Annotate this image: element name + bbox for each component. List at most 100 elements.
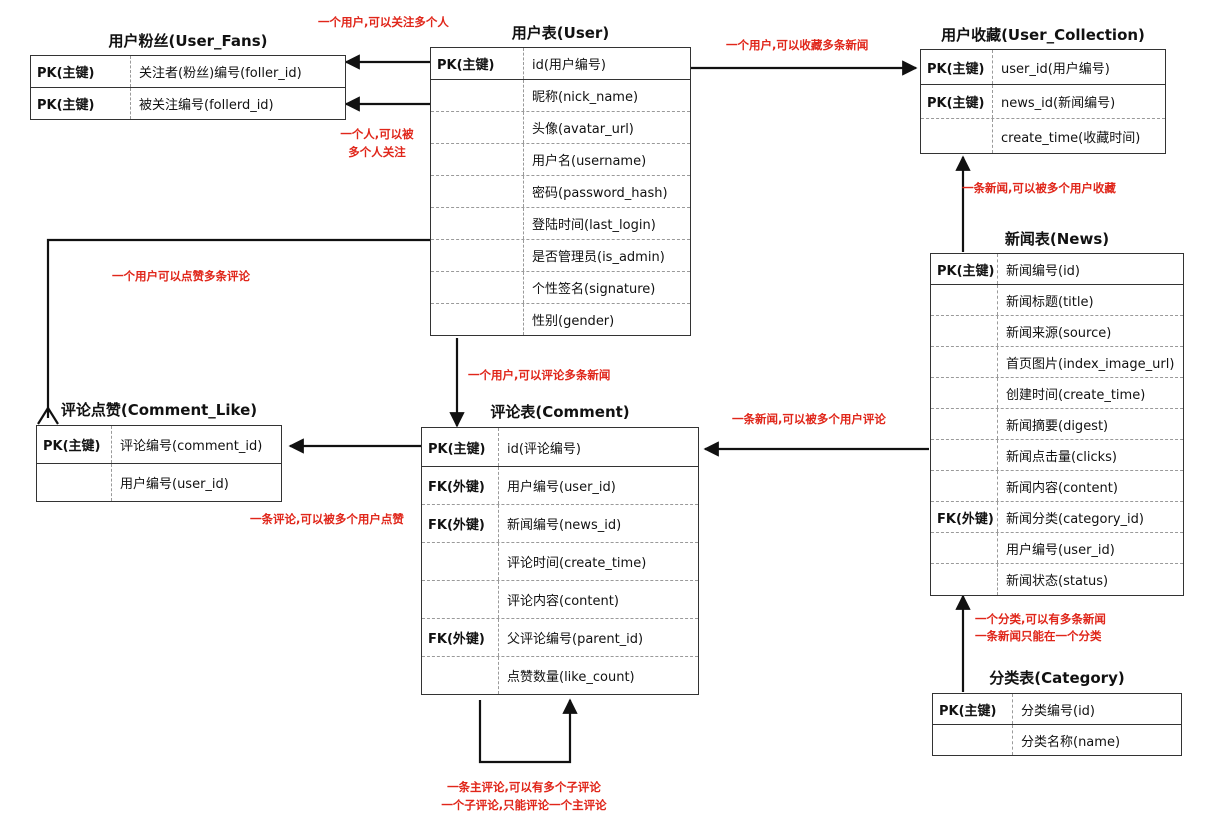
user-key-5 <box>431 208 524 239</box>
user-row-2: 头像(avatar_url) <box>431 112 690 144</box>
note-news-collected: 一条新闻,可以被多个用户收藏 <box>962 181 1116 195</box>
collection-field-0: user_id(用户编号) <box>1001 61 1110 77</box>
news-row-7: 新闻内容(content) <box>931 471 1183 502</box>
user-field-3: 用户名(username) <box>532 154 647 169</box>
link-crowfoot-right <box>47 407 59 425</box>
category-table-title: 分类表(Category) <box>989 669 1125 687</box>
link-comment-self <box>478 698 578 764</box>
user-key-3 <box>431 144 524 175</box>
news-key-8: FK(外键) <box>931 502 998 532</box>
news-key-10 <box>931 564 998 595</box>
news-field-10: 新闻状态(status) <box>1006 574 1109 589</box>
user-field-5: 登陆时间(last_login) <box>532 218 656 233</box>
comment-field-0: id(评论编号) <box>507 441 582 457</box>
user-field-2: 头像(avatar_url) <box>532 122 634 137</box>
fans-row-1: PK(主键) 被关注编号(follerd_id) <box>31 88 345 119</box>
comment-key-3 <box>422 543 499 580</box>
note-user-collect: 一个用户,可以收藏多条新闻 <box>726 38 869 52</box>
comment-key-5: FK(外键) <box>422 619 499 656</box>
note-user-followed-2: 多个人关注 <box>348 145 406 159</box>
news-field-8: 新闻分类(category_id) <box>1006 511 1144 527</box>
fans-key-1: PK(主键) <box>31 88 131 119</box>
news-row-10: 新闻状态(status) <box>931 564 1183 595</box>
user-field-6: 是否管理员(is_admin) <box>532 250 665 265</box>
user-field-0: id(用户编号) <box>532 58 607 73</box>
user-row-1: 昵称(nick_name) <box>431 80 690 112</box>
news-key-4 <box>931 378 998 408</box>
news-key-1 <box>931 285 998 315</box>
comment-field-3: 评论时间(create_time) <box>507 556 647 571</box>
user-row-5: 登陆时间(last_login) <box>431 208 690 240</box>
comment-key-1: FK(外键) <box>422 467 499 504</box>
comment-field-4: 评论内容(content) <box>507 594 619 609</box>
comment-row-4: 评论内容(content) <box>422 581 698 619</box>
note-category-2: 一条新闻只能在一个分类 <box>975 629 1102 643</box>
news-key-5 <box>931 409 998 439</box>
news-key-9 <box>931 533 998 563</box>
news-key-6 <box>931 440 998 470</box>
news-key-2 <box>931 316 998 346</box>
user-key-4 <box>431 176 524 207</box>
like-field-1: 用户编号(user_id) <box>120 477 229 492</box>
like-field-0: 评论编号(comment_id) <box>120 439 263 454</box>
like-table-title: 评论点赞(Comment_Like) <box>60 401 258 419</box>
news-field-5: 新闻摘要(digest) <box>1006 418 1109 434</box>
comment-table: PK(主键) id(评论编号) FK(外键) 用户编号(user_id) FK(… <box>421 427 699 695</box>
collection-key-2 <box>921 119 993 153</box>
news-table-title: 新闻表(News) <box>1004 230 1110 248</box>
note-user-follow: 一个用户,可以关注多个人 <box>318 15 449 29</box>
user-row-3: 用户名(username) <box>431 144 690 176</box>
news-field-4: 创建时间(create_time) <box>1006 387 1146 403</box>
comment-row-2: FK(外键) 新闻编号(news_id) <box>422 505 698 543</box>
news-field-1: 新闻标题(title) <box>1006 294 1094 310</box>
collection-row-0: PK(主键) user_id(用户编号) <box>921 50 1165 85</box>
comment-row-3: 评论时间(create_time) <box>422 543 698 581</box>
collection-table: PK(主键) user_id(用户编号) PK(主键) news_id(新闻编号… <box>920 49 1166 154</box>
news-field-2: 新闻来源(source) <box>1006 325 1112 341</box>
user-row-6: 是否管理员(is_admin) <box>431 240 690 272</box>
note-user-comment: 一个用户,可以评论多条新闻 <box>468 368 611 382</box>
user-field-8: 性别(gender) <box>532 314 615 329</box>
note-user-like: 一个用户可以点赞多条评论 <box>112 269 250 283</box>
news-row-9: 用户编号(user_id) <box>931 533 1183 564</box>
fans-table: PK(主键) 关注者(粉丝)编号(foller_id) PK(主键) 被关注编号… <box>30 55 346 120</box>
user-field-1: 昵称(nick_name) <box>532 90 639 105</box>
news-key-7 <box>931 471 998 501</box>
fans-field-1: 被关注编号(follerd_id) <box>139 98 274 113</box>
news-row-3: 首页图片(index_image_url) <box>931 347 1183 378</box>
user-row-8: 性别(gender) <box>431 304 690 335</box>
user-key-2 <box>431 112 524 143</box>
note-self-2: 一个子评论,只能评论一个主评论 <box>441 798 607 812</box>
link-crowfoot-left <box>37 407 49 425</box>
like-row-1: 用户编号(user_id) <box>37 464 281 501</box>
news-row-1: 新闻标题(title) <box>931 285 1183 316</box>
news-field-6: 新闻点击量(clicks) <box>1006 449 1117 465</box>
user-row-7: 个性签名(signature) <box>431 272 690 304</box>
collection-table-title: 用户收藏(User_Collection) <box>941 26 1145 44</box>
fans-table-title: 用户粉丝(User_Fans) <box>108 32 268 50</box>
collection-row-1: PK(主键) news_id(新闻编号) <box>921 85 1165 119</box>
comment-table-title: 评论表(Comment) <box>490 403 630 421</box>
user-key-1 <box>431 80 524 111</box>
comment-field-5: 父评论编号(parent_id) <box>507 632 644 647</box>
category-key-1 <box>933 725 1013 755</box>
collection-key-1: PK(主键) <box>921 85 993 118</box>
news-table: PK(主键) 新闻编号(id) 新闻标题(title) 新闻来源(source)… <box>930 253 1184 596</box>
user-key-0: PK(主键) <box>431 48 524 79</box>
news-field-9: 用户编号(user_id) <box>1006 542 1115 558</box>
news-row-4: 创建时间(create_time) <box>931 378 1183 409</box>
news-field-7: 新闻内容(content) <box>1006 480 1118 496</box>
note-self-1: 一条主评论,可以有多个子评论 <box>447 780 601 794</box>
category-key-0: PK(主键) <box>933 694 1013 724</box>
comment-row-1: FK(外键) 用户编号(user_id) <box>422 467 698 505</box>
collection-field-1: news_id(新闻编号) <box>1001 96 1116 111</box>
comment-row-6: 点赞数量(like_count) <box>422 657 698 694</box>
collection-key-0: PK(主键) <box>921 50 993 84</box>
news-field-3: 首页图片(index_image_url) <box>1006 356 1175 372</box>
news-row-5: 新闻摘要(digest) <box>931 409 1183 440</box>
comment-key-0: PK(主键) <box>422 428 499 466</box>
user-key-7 <box>431 272 524 303</box>
fans-row-0: PK(主键) 关注者(粉丝)编号(foller_id) <box>31 56 345 88</box>
comment-key-6 <box>422 657 499 694</box>
